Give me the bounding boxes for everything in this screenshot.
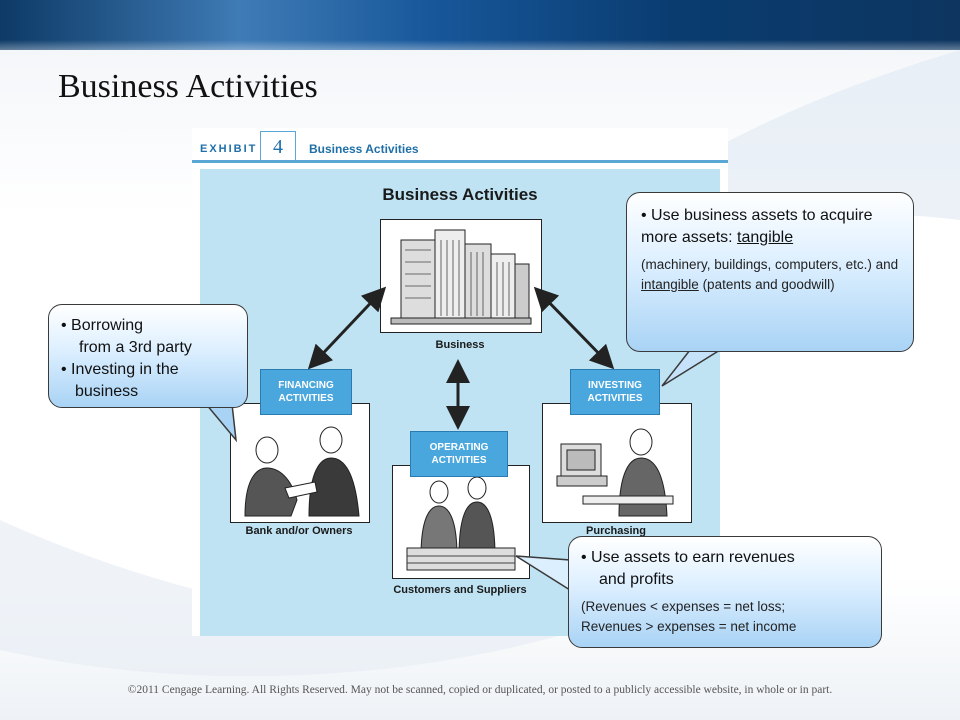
investing-caption: Purchasing [586, 525, 646, 537]
tangible-term: tangible [737, 229, 794, 246]
arrow-business-investing [533, 286, 615, 370]
business-building-image [380, 219, 542, 333]
operating-callout-tail [515, 555, 571, 592]
investing-image [542, 403, 692, 523]
financing-image [230, 403, 370, 523]
operating-activities-box: OPERATING ACTIVITIES [410, 431, 508, 477]
financing-callout-line-2: from a 3rd party [79, 339, 192, 356]
investing-callout-note: (machinery, buildings, computers, etc.) … [641, 255, 901, 295]
operating-callout-note-2: Revenues > expenses = net income [581, 619, 797, 634]
financing-caption: Bank and/or Owners [245, 525, 353, 537]
operating-callout: • Use assets to earn revenues and profit… [568, 536, 882, 648]
people-merchandise-icon [406, 476, 516, 571]
investing-note-c: (patents and goodwill) [702, 277, 835, 292]
exhibit-label: EXHIBIT [200, 143, 258, 155]
financing-callout-line-3: • Investing in the [61, 361, 179, 378]
financing-callout-line-4: business [75, 383, 139, 400]
operating-caption: Customers and Suppliers [393, 584, 527, 596]
financing-callout-line-1: • Borrowing [61, 317, 144, 334]
investing-bullet-text: • Use business assets to acquire more as… [641, 207, 873, 246]
arrow-business-financing [307, 286, 387, 370]
investing-callout: • Use business assets to acquire more as… [626, 192, 914, 352]
operating-image [392, 465, 530, 579]
investing-callout-bullet: • Use business assets to acquire more as… [641, 205, 901, 249]
exhibit-title: Business Activities [309, 142, 419, 156]
copyright-footer: ©2011 Cengage Learning. All Rights Reser… [127, 684, 833, 696]
people-handshake-icon [244, 426, 360, 517]
financing-callout: • Borrowing from a 3rd party • Investing… [48, 304, 248, 408]
financing-callout-tail [204, 403, 238, 443]
exhibit-number: 4 [273, 136, 283, 158]
building-icon [390, 229, 532, 325]
investing-note-a: (machinery, buildings, computers, etc.) … [641, 257, 899, 272]
operating-callout-note-1: (Revenues < expenses = net loss; [581, 599, 786, 614]
operating-callout-line-2: and profits [599, 571, 674, 588]
person-computer-icon [556, 428, 674, 517]
intangible-term: intangible [641, 277, 699, 292]
flow-arrows [307, 286, 615, 430]
investing-activities-box: INVESTING ACTIVITIES [570, 369, 660, 415]
investing-callout-tail [661, 349, 723, 387]
financing-activities-box: FINANCING ACTIVITIES [260, 369, 352, 415]
exhibit-rule [192, 160, 728, 163]
header-band [0, 0, 960, 50]
business-caption: Business [435, 339, 485, 351]
slide-title: Business Activities [58, 68, 318, 105]
diagram-title: Business Activities [382, 185, 538, 204]
operating-callout-line-1: • Use assets to earn revenues [581, 549, 795, 566]
exhibit-number-box: 4 [260, 131, 296, 162]
